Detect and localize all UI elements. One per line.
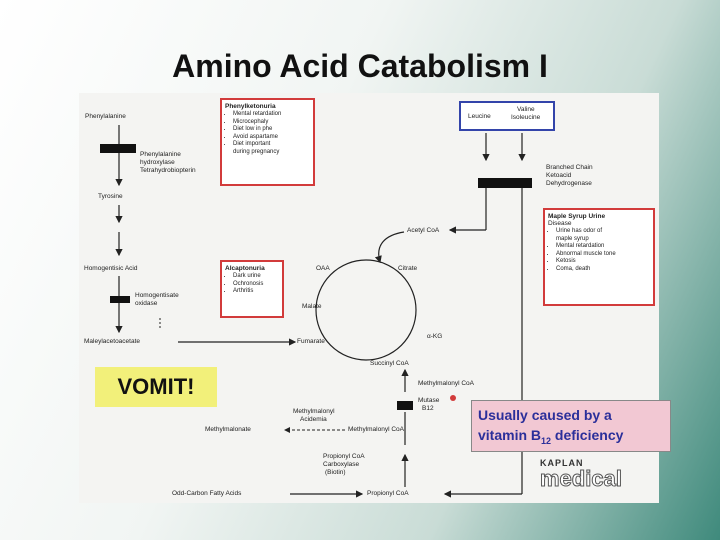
list-item: Arthritis	[233, 288, 279, 296]
msud-title2: Disease	[548, 220, 572, 227]
label-succinyl-coa: Succinyl CoA	[370, 360, 409, 367]
label-leucine: Leucine	[468, 113, 491, 120]
label-tyrosine: Tyrosine	[98, 193, 123, 200]
pku-box: Phenylketonuria Mental retardation Micro…	[220, 98, 315, 186]
kaplan-logo-text: KAPLAN	[540, 458, 584, 468]
enzyme-block-1	[100, 144, 136, 153]
bckd-block	[478, 178, 532, 188]
label-methylmalonyl-top: Methylmalonyl CoA	[418, 380, 474, 387]
alk-title: Alcaptonuria	[225, 265, 265, 272]
list-item: Diet low in phe	[233, 126, 310, 134]
slide-title: Amino Acid Catabolism I	[172, 48, 548, 84]
label-enzyme2-b: oxidase	[135, 300, 158, 307]
label-bckd-b: Ketoacid	[546, 172, 572, 179]
vomit-callout: VOMIT!	[95, 367, 217, 407]
list-item: maple syrup	[556, 235, 589, 242]
label-propcarb-a: Propionyl CoA	[323, 453, 365, 460]
label-citrate: Citrate	[398, 265, 418, 272]
label-valine: Valine	[517, 106, 535, 113]
list-item: Ketosis	[556, 258, 650, 266]
label-bckd-a: Branched Chain	[546, 164, 593, 171]
b12-line1: Usually caused by a	[478, 407, 612, 423]
enzyme-block-2	[110, 296, 130, 303]
label-acetyl-coa: Acetyl CoA	[407, 227, 440, 234]
label-maleylacetoacetate: Maleylacetoacetate	[84, 338, 141, 345]
b12-prefix: vitamin B	[478, 427, 542, 443]
list-item: Abnormal muscle tone	[556, 251, 650, 259]
label-phenylalanine: Phenylalanine	[85, 113, 126, 120]
label-methylmalonyl-coa: Methylmalonyl CoA	[348, 426, 404, 433]
bcaa-box: Leucine Valine Isoleucine	[459, 101, 555, 131]
label-bckd-c: Dehydrogenase	[546, 180, 592, 187]
label-fumarate: Fumarate	[297, 338, 325, 345]
list-item: Microcephaly	[233, 119, 310, 127]
label-enzyme1-c: Tetrahydrobiopterin	[140, 167, 196, 174]
label-enzyme1-b: hydroxylase	[140, 159, 175, 166]
b12-callout: Usually caused by a vitamin B12 deficien…	[471, 400, 671, 452]
label-acidemia-a: Methylmalonyl	[293, 408, 335, 415]
alk-list: Dark urine Ochronosis Arthritis	[225, 273, 279, 296]
alcaptonuria-box: Alcaptonuria Dark urine Ochronosis Arthr…	[220, 260, 284, 318]
msud-title: Maple Syrup Urine	[548, 213, 606, 220]
list-item: during pregnancy	[233, 148, 280, 155]
b12-line2: vitamin B12 deficiency	[478, 425, 664, 451]
list-item: Ochronosis	[233, 281, 279, 289]
label-alpha-kg: α-KG	[427, 333, 443, 340]
label-enzyme2-a: Homogentisate	[135, 292, 179, 299]
b12-subscript: 12	[541, 435, 552, 446]
pku-title: Phenylketonuria	[225, 103, 276, 110]
label-mutase: Mutase	[418, 397, 440, 404]
label-methylmalonate: Methylmalonate	[205, 426, 251, 433]
label-homogentisic: Homogentisic Acid	[84, 265, 138, 272]
medical-logo-text: medical	[540, 466, 623, 492]
list-item: Urine has odor of	[556, 228, 650, 236]
msud-list: Urine has odor of maple syrup Mental ret…	[548, 228, 650, 273]
label-enzyme1-a: Phenylalanine	[140, 151, 181, 158]
label-odd-chain: Odd-Carbon Fatty Acids	[172, 490, 242, 497]
label-isoleucine: Isoleucine	[511, 114, 541, 121]
list-item: Mental retardation	[233, 111, 310, 119]
label-propcarb-c: (Biotin)	[325, 469, 346, 476]
label-propcarb-b: Carboxylase	[323, 461, 360, 468]
label-malate: Malate	[302, 303, 322, 310]
msud-box: Maple Syrup Urine Disease Urine has odor…	[543, 208, 655, 306]
list-item: Coma, death	[556, 266, 650, 274]
list-item: Avoid aspartame	[233, 134, 310, 142]
list-item: Diet important	[233, 141, 310, 149]
b12-suffix: deficiency	[551, 427, 624, 443]
mutase-block	[397, 401, 413, 410]
label-acidemia-b: Acidemia	[300, 416, 327, 423]
label-b12: B12	[422, 405, 434, 412]
pku-list: Mental retardation Microcephaly Diet low…	[225, 111, 310, 156]
list-item: Dark urine	[233, 273, 279, 281]
list-item: Mental retardation	[556, 243, 650, 251]
label-propionyl-coa: Propionyl CoA	[367, 490, 409, 497]
label-oaa: OAA	[316, 265, 330, 272]
